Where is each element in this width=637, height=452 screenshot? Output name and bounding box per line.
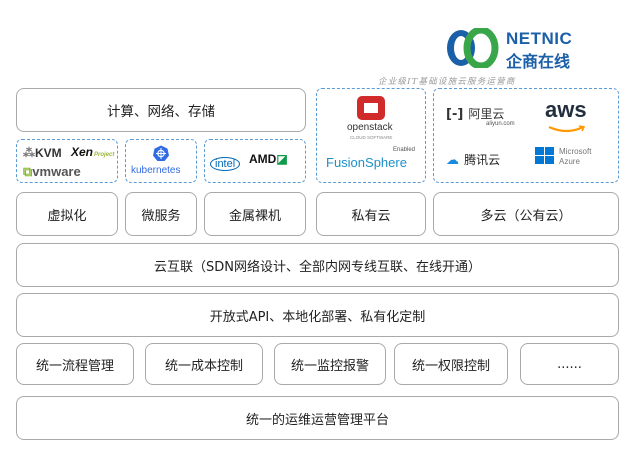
vmware-logo: ⧉vmware — [23, 164, 81, 179]
brand-slogan: 企业级IT基础设施云服务运营商 — [378, 77, 516, 87]
kubernetes-logo-text: kubernetes — [131, 165, 181, 176]
bare-metal-box: 金属裸机 — [204, 192, 306, 236]
netnic-logo-icon — [447, 28, 499, 68]
aws-smile-icon — [548, 125, 586, 133]
unified-platform-box: 统一的运维运营管理平台 — [16, 396, 619, 440]
azure-logo-subtext: Azure — [559, 157, 580, 166]
cloud-interconnect-label: 云互联（SDN网络设计、全部内网专线互联、在线开通） — [154, 259, 481, 275]
compute-network-storage-box: 计算、网络、存储 — [16, 88, 306, 132]
microservices-label: 微服务 — [141, 208, 181, 224]
kubernetes-logo-group: kubernetes — [125, 139, 197, 183]
cpu-logos-group: intel AMD◪ — [204, 139, 306, 183]
virtualization-box: 虚拟化 — [16, 192, 118, 236]
aws-logo: aws — [545, 97, 587, 122]
amd-logo: AMD◪ — [249, 152, 288, 166]
intel-logo: intel — [210, 152, 241, 171]
unified-cost-box: 统一成本控制 — [145, 343, 263, 385]
fusionsphere-logo-subtext: Enabled — [393, 147, 416, 153]
unified-cost-label: 统一成本控制 — [164, 358, 243, 374]
more-items-box: ...... — [520, 343, 619, 385]
openstack-logo-text: openstack — [347, 122, 393, 133]
unified-process-box: 统一流程管理 — [16, 343, 134, 385]
microsoft-windows-icon — [535, 147, 554, 164]
open-api-box: 开放式API、本地化部署、私有化定制 — [16, 293, 619, 337]
cloud-interconnect-box: 云互联（SDN网络设计、全部内网专线互联、在线开通） — [16, 243, 619, 287]
private-cloud-box: 私有云 — [316, 192, 426, 236]
tencent-cloud-icon: ☁ — [446, 153, 459, 168]
kvm-logo: ⁂KVM — [23, 146, 62, 160]
brand-name: NETNIC — [506, 29, 573, 48]
brand-subtitle: 企商在线 — [506, 52, 571, 71]
aliyun-logo: [-] 阿里云 — [446, 107, 505, 122]
bare-metal-label: 金属裸机 — [228, 208, 281, 224]
openstack-logo-subtext: CLOUD SOFTWARE — [350, 135, 393, 140]
azure-logo-text: Microsoft — [559, 147, 592, 156]
microservices-box: 微服务 — [125, 192, 197, 236]
unified-monitoring-box: 统一监控报警 — [274, 343, 386, 385]
multi-cloud-box: 多云（公有云） — [433, 192, 619, 236]
unified-platform-label: 统一的运维运营管理平台 — [245, 412, 389, 428]
more-items-label: ...... — [557, 356, 582, 372]
fusionsphere-logo-text: FusionSphere — [326, 155, 407, 170]
unified-permission-box: 统一权限控制 — [394, 343, 508, 385]
multi-cloud-label: 多云（公有云） — [480, 208, 572, 224]
hypervisor-logos-group: ⁂KVM XenProject ⧉vmware — [16, 139, 118, 183]
compute-network-storage-label: 计算、网络、存储 — [107, 104, 215, 120]
public-cloud-logos-group: [-] 阿里云 aliyun.com aws ☁ 腾讯云 Microsoft A… — [433, 88, 619, 183]
unified-permission-label: 统一权限控制 — [411, 358, 490, 374]
tencent-cloud-logo: ☁ 腾讯云 — [446, 153, 501, 168]
aliyun-icon: [-] — [446, 107, 464, 122]
private-cloud-label: 私有云 — [351, 208, 391, 224]
private-cloud-logos-group: openstack CLOUD SOFTWARE Enabled FusionS… — [316, 88, 426, 183]
kubernetes-wheel-icon — [153, 145, 169, 161]
unified-process-label: 统一流程管理 — [35, 358, 114, 374]
aliyun-logo-subtext: aliyun.com — [486, 121, 515, 127]
virtualization-label: 虚拟化 — [47, 208, 87, 224]
openstack-logo-icon — [357, 96, 385, 120]
unified-monitoring-label: 统一监控报警 — [290, 358, 369, 374]
open-api-label: 开放式API、本地化部署、私有化定制 — [209, 309, 426, 325]
xen-logo: XenProject — [71, 145, 115, 159]
